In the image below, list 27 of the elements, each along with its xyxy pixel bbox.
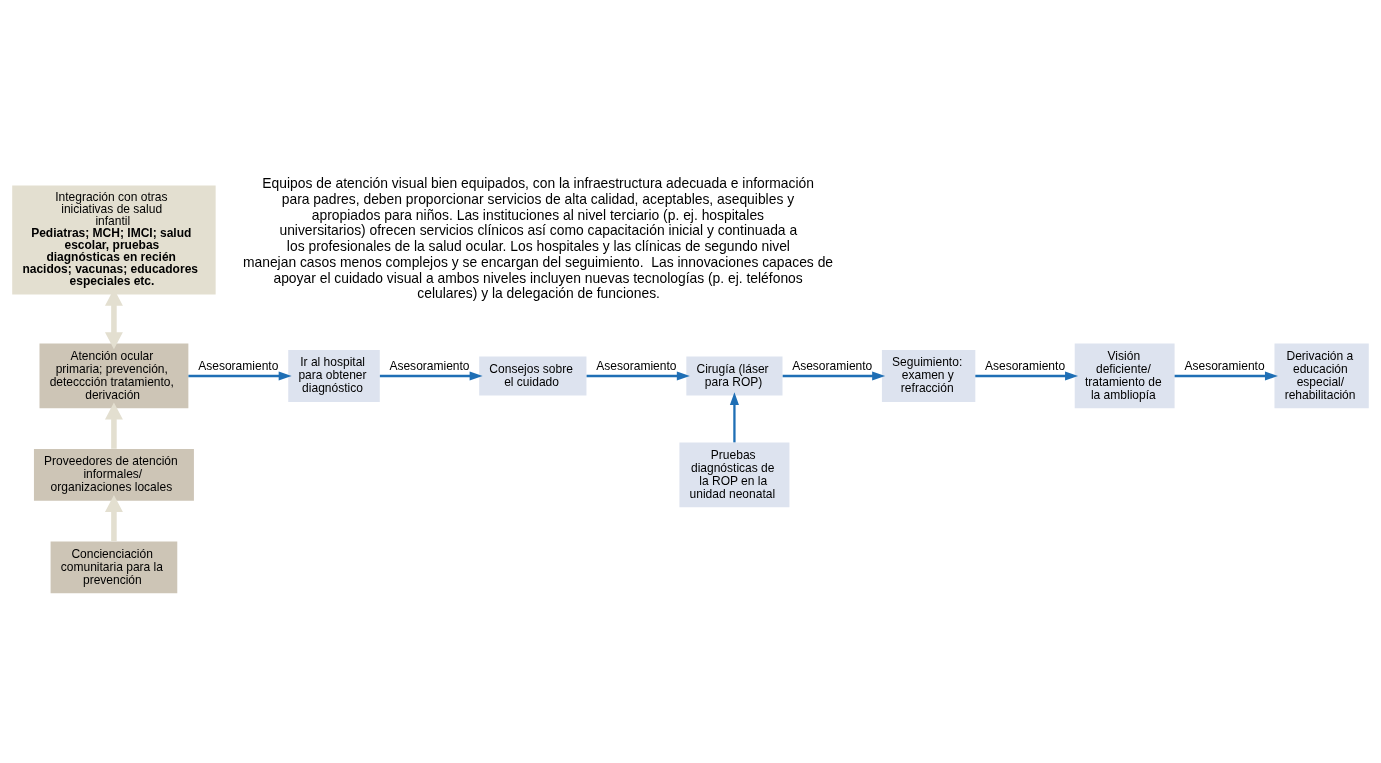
edge-label: Asesoramiento bbox=[596, 358, 677, 373]
node-box: Cirugía (láser para ROP) bbox=[686, 356, 783, 395]
node-box: Pruebas diagnósticas de la ROP en la unidad neonatal bbox=[679, 442, 790, 507]
node-box: Consejos sobre el cuidado bbox=[479, 356, 587, 395]
arrow bbox=[782, 370, 886, 381]
node-box: Visión deficiente/ tratamiento de la ambliopía bbox=[1074, 343, 1175, 408]
arrow bbox=[188, 370, 292, 381]
node-box: Derivación a educación especial/ rehabilitación bbox=[1274, 343, 1369, 408]
edge-label: Asesoramiento bbox=[984, 358, 1066, 373]
edge-label: Asesoramiento bbox=[792, 358, 873, 373]
arrow bbox=[729, 391, 739, 442]
edge-label: Asesoramiento bbox=[389, 358, 470, 373]
node-box: Seguimiento: examen y refracción bbox=[881, 349, 976, 402]
arrow bbox=[379, 370, 483, 381]
edge-label: Asesoramiento bbox=[1184, 358, 1265, 373]
node-box: Atención ocular primaria; prevención, deteccción tratamiento, derivación bbox=[39, 343, 189, 408]
arrow bbox=[586, 370, 690, 381]
node-box: Ir al hospital para obtener diagnóstico bbox=[288, 349, 380, 402]
arrow bbox=[105, 494, 123, 541]
arrow bbox=[105, 401, 123, 449]
label: Equipos de atención visual bien equipados, con la infraestructura adecuada e información para padres, deben proporcionar servicios de alta calidad, aceptables, asequibles y apropiados para niños. Las instituciones al nivel terciario (p. ej. hospitales universitarios) ofrecen servicios clínicos así como capacitación inicial y continuada a los profesionales de la salud ocular. Los hospitales y las clínicas de segundo nivel manejan casos menos complejos y se encargan del seguimiento. Las innovaciones capaces de apoyar el cuidado visual a ambos niveles incluyen nuevas tecnologías (p. ej. teléfonos celulares) y la delegación de funciones. bbox=[242, 174, 834, 301]
node-box: Concienciación comunitaria para la prevención bbox=[50, 541, 178, 593]
node-box: Integración con otras iniciativas de salud infantil Pediatras; MCH; IMCI; salud escolar, pruebas diagnósticas en recién nacidos; vacunas; educadores especiales etc. bbox=[12, 185, 216, 295]
node-box: Proveedores de atención informales/ organizaciones locales bbox=[33, 448, 194, 501]
arrow bbox=[1174, 370, 1278, 381]
edge-label: Asesoramiento bbox=[198, 358, 279, 373]
arrow bbox=[975, 370, 1079, 381]
